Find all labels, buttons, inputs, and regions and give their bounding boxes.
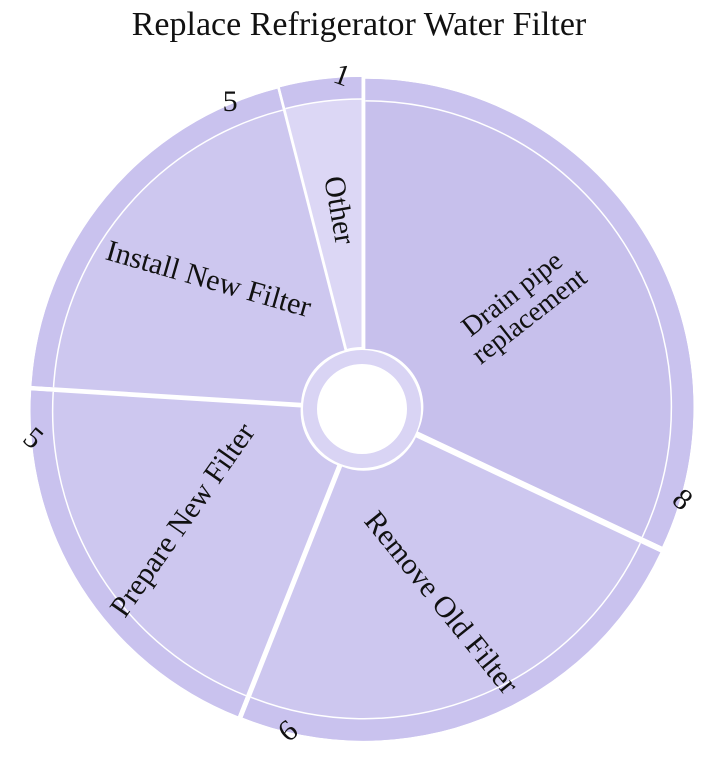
pie-slices	[30, 77, 694, 741]
pie-slice-prepare-new-filter[interactable]	[30, 390, 338, 717]
pie-slice-ring-line-install-new-filter	[52, 109, 284, 388]
pie-slice-other[interactable]	[279, 77, 362, 349]
pie-slice-ring-remove-old-filter	[242, 543, 661, 741]
chart-title: Replace Refrigerator Water Filter	[131, 6, 587, 43]
pie-slice-ring-line-other	[285, 98, 362, 110]
pie-center-ring	[303, 350, 421, 468]
pie-slice-remove-old-filter[interactable]	[242, 437, 661, 741]
pie-slice-drain-pipe-replacement[interactable]	[365, 78, 694, 547]
pie-center-hole	[318, 365, 406, 453]
pie-slice-fill-install-new-filter[interactable]	[31, 88, 345, 403]
pie-slice-install-new-filter[interactable]	[31, 88, 345, 403]
pie-slice-fill-other[interactable]	[279, 77, 362, 349]
value-label-install-new-filter: 5	[223, 85, 238, 118]
pie-slice-ring-line-remove-old-filter	[250, 542, 642, 720]
pie-slice-ring-line-drain-pipe-replacement	[365, 100, 673, 538]
pie-slice-ring-drain-pipe-replacement	[365, 78, 694, 547]
pie-slice-ring-other	[279, 77, 362, 109]
pie-slice-ring-line-prepare-new-filter	[51, 391, 247, 697]
pie-slice-fill-prepare-new-filter[interactable]	[30, 390, 338, 717]
